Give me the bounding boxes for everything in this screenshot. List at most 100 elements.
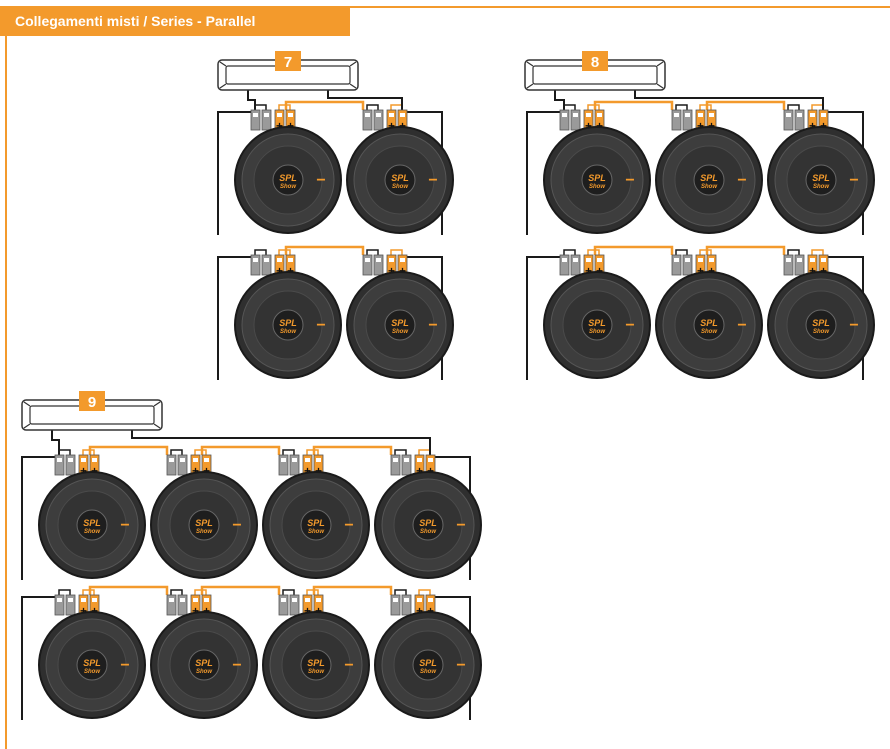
terminal-screw: [365, 113, 370, 117]
terminal-screw: [277, 113, 282, 117]
terminal-bridge: [699, 104, 712, 110]
series-link: [284, 245, 365, 255]
amplifier-number-badge: [79, 391, 105, 411]
terminal-bridge: [675, 249, 688, 255]
terminal-screw: [573, 258, 578, 262]
plus-sign: +: [708, 264, 715, 278]
series-link: [312, 445, 393, 455]
terminal-bridge: [811, 104, 824, 110]
terminal-screw: [180, 458, 185, 462]
terminal-screw: [316, 458, 321, 462]
series-link: [284, 100, 365, 110]
terminal-screw: [389, 113, 394, 117]
terminal-screw: [674, 113, 679, 117]
amp-lead-positive: [131, 430, 431, 455]
terminal-screw: [376, 113, 381, 117]
amplifier-number-badge: [582, 51, 608, 71]
terminal-bridge: [699, 249, 712, 255]
plus-sign: +: [287, 264, 294, 278]
speaker-logo: SPL: [307, 518, 325, 528]
speaker-logo-sub: Show: [280, 329, 296, 335]
speaker-dustcap: [581, 309, 613, 341]
speaker-dustcap: [188, 509, 220, 541]
terminal-screw: [685, 113, 690, 117]
negative-terminal: [373, 109, 384, 131]
plus-sign: +: [315, 464, 322, 478]
negative-terminal: [250, 254, 261, 276]
amp-lead-positive: [634, 90, 824, 110]
terminal-screw: [400, 113, 405, 117]
terminal-bridge: [170, 449, 183, 455]
speaker-logo-sub: Show: [813, 329, 829, 335]
speaker-logo: SPL: [391, 318, 409, 328]
amplifier-number: 7: [284, 54, 292, 71]
terminal-bridge: [282, 449, 295, 455]
negative-terminal: [54, 454, 65, 476]
terminal-screw: [277, 258, 282, 262]
terminal-screw: [57, 598, 62, 602]
terminal-screw: [305, 598, 310, 602]
terminal-bridge: [82, 589, 95, 595]
plus-sign: +: [80, 604, 87, 618]
speaker-logo-sub: Show: [308, 669, 324, 675]
speaker-minus-sign: −: [849, 317, 858, 334]
terminal-screw: [316, 598, 321, 602]
speaker-minus-sign: −: [120, 657, 129, 674]
plus-sign: +: [192, 464, 199, 478]
speaker-dustcap: [76, 509, 108, 541]
plus-sign: +: [697, 119, 704, 133]
amplifier-number: 9: [88, 394, 96, 411]
page-title: Collegamenti misti / Series - Parallel: [0, 6, 350, 36]
speaker-logo: SPL: [307, 658, 325, 668]
negative-terminal: [54, 594, 65, 616]
negative-terminal: [570, 109, 581, 131]
speaker-minus-sign: −: [456, 517, 465, 534]
terminal-bridge: [787, 104, 800, 110]
amp-lead-negative: [51, 430, 60, 455]
negative-terminal: [682, 109, 693, 131]
negative-terminal: [794, 254, 805, 276]
terminal-screw: [428, 458, 433, 462]
terminal-bridge: [394, 589, 407, 595]
terminal-screw: [389, 258, 394, 262]
speaker-logo-sub: Show: [196, 529, 212, 535]
plus-sign: +: [91, 604, 98, 618]
terminal-screw: [404, 598, 409, 602]
speaker-logo: SPL: [700, 173, 718, 183]
terminal-screw: [68, 598, 73, 602]
speaker-dustcap: [412, 509, 444, 541]
terminal-screw: [180, 598, 185, 602]
terminal-bridge: [278, 249, 291, 255]
plus-sign: +: [203, 604, 210, 618]
terminal-screw: [305, 458, 310, 462]
series-link: [88, 585, 169, 595]
parallel-rail-left: [21, 456, 59, 580]
speaker-dustcap: [300, 509, 332, 541]
speaker-minus-sign: −: [428, 172, 437, 189]
terminal-screw: [417, 598, 422, 602]
speaker-minus-sign: −: [316, 172, 325, 189]
terminal-screw: [821, 258, 826, 262]
terminal-screw: [169, 458, 174, 462]
terminal-screw: [376, 258, 381, 262]
speaker-minus-sign: −: [316, 317, 325, 334]
terminal-screw: [709, 113, 714, 117]
speaker-logo-sub: Show: [196, 669, 212, 675]
series-link: [593, 245, 674, 255]
amp-lead-negative: [247, 90, 256, 110]
terminal-screw: [264, 113, 269, 117]
speaker-dustcap: [76, 649, 108, 681]
plus-sign: +: [399, 264, 406, 278]
speaker-logo: SPL: [83, 518, 101, 528]
speaker-minus-sign: −: [625, 172, 634, 189]
speaker-minus-sign: −: [232, 657, 241, 674]
terminal-screw: [586, 258, 591, 262]
plus-sign: +: [708, 119, 715, 133]
terminal-bridge: [418, 589, 431, 595]
plus-sign: +: [91, 464, 98, 478]
terminal-bridge: [418, 449, 431, 455]
speaker-dustcap: [272, 164, 304, 196]
